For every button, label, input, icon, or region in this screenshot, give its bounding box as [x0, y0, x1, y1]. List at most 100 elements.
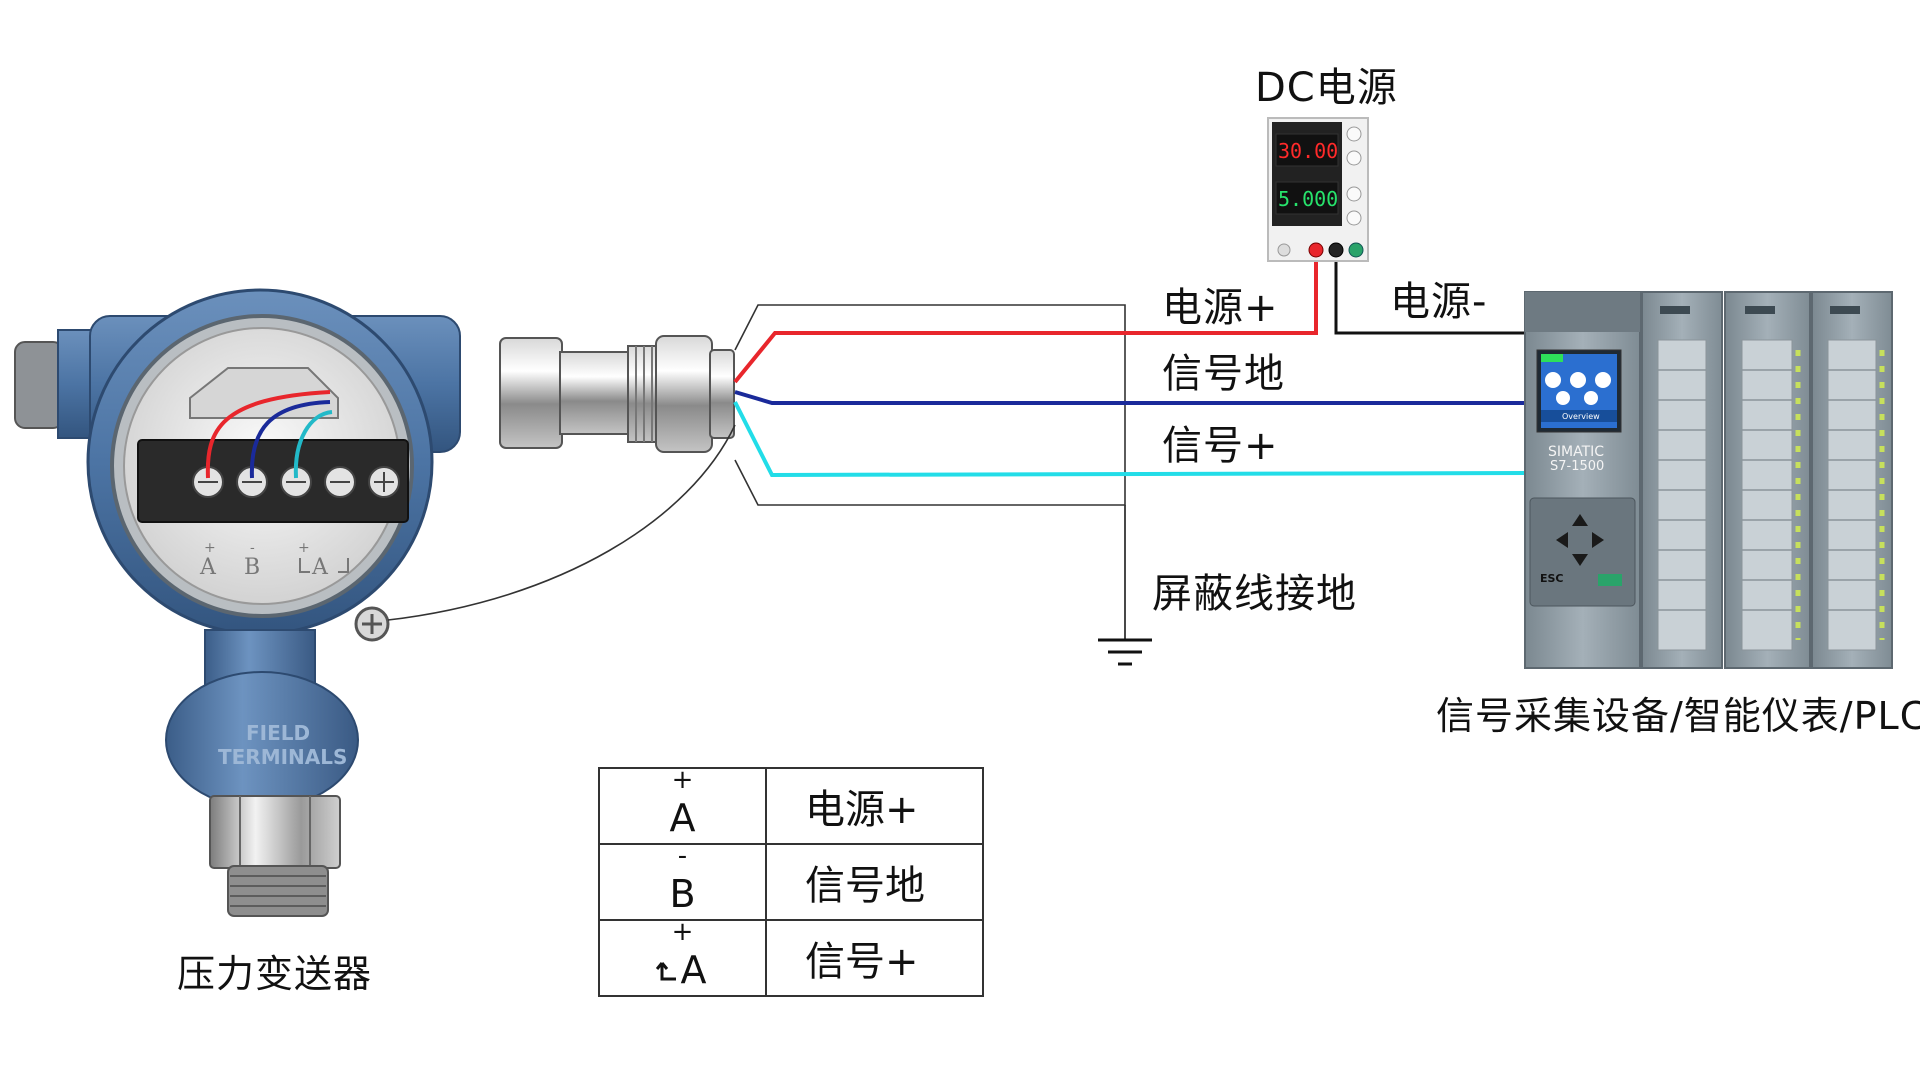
plc-cpu: [1524, 291, 1641, 669]
transmitter-left-cap: [14, 341, 64, 429]
psu-voltage-value: 30.00: [1278, 139, 1338, 163]
psu-knob: [1346, 126, 1362, 142]
info-icon: [1545, 372, 1561, 388]
arrow-up-icon: [1572, 514, 1588, 526]
plc-rack: Overview SIMATIC S7-1500 ESC: [1524, 291, 1893, 669]
terminal-label-a: A: [199, 555, 217, 580]
hex-fitting: [209, 795, 341, 869]
legend-description: 电源+: [765, 767, 984, 845]
dc-power-supply: 30.00 5.000: [1267, 117, 1369, 262]
transmitter-label: 压力变送器: [177, 952, 373, 996]
psu-terminal-minus: [1328, 242, 1344, 258]
terminal-block: [137, 439, 409, 523]
arrow-left-icon: [1556, 532, 1568, 548]
terminal-label-test: A: [311, 555, 329, 580]
internal-wire-blue: [249, 400, 331, 479]
plc-io-label-strip: [1827, 339, 1877, 651]
plc-brand: SIMATIC: [1548, 444, 1604, 460]
legend-row: - B 信号地: [598, 843, 984, 921]
plc-screen-tab: [1541, 410, 1617, 422]
wire-signal-ground: [734, 390, 1525, 405]
thread-lines: [230, 875, 326, 907]
test-terminal-hook-icon: [655, 962, 676, 981]
terminal-screw-slot: [198, 472, 394, 492]
shield-ground-label: 屏蔽线接地: [1152, 571, 1357, 617]
plc-cpu-top: [1525, 292, 1640, 332]
signal-ground-label: 信号地: [1162, 351, 1285, 397]
cable-gland-ribs: [635, 346, 653, 442]
plc-keypad: [1529, 497, 1636, 607]
terminal-sign-b: -: [250, 540, 255, 556]
cable-gland-cap: [655, 335, 713, 453]
plc-module-status: [1830, 306, 1860, 314]
arrow-down-icon: [1572, 554, 1588, 566]
psu-current-display: [1275, 181, 1339, 215]
legend-description: 信号+: [765, 919, 984, 997]
legend-symbol-letter: A: [669, 796, 696, 840]
plc-esc-label: ESC: [1540, 572, 1564, 585]
psu-knob: [1346, 150, 1362, 166]
plc-screen-tab-label: Overview: [1562, 412, 1600, 421]
plc-screen-status: [1541, 354, 1563, 362]
body-text-field: FIELD: [246, 721, 310, 745]
thread: [227, 865, 329, 917]
legend-symbol-cell: + A: [598, 917, 767, 997]
psu-current-value: 5.000: [1278, 187, 1338, 211]
signal-plus-label: 信号+: [1162, 423, 1279, 469]
dc-supply-label: DC电源: [1255, 65, 1398, 111]
internal-wire-red: [205, 390, 331, 479]
legend-symbol: + A: [648, 917, 718, 992]
power-minus-label: 电源-: [1390, 279, 1488, 325]
psu-knob: [1346, 210, 1362, 226]
body-text-terminals: TERMINALS: [218, 745, 347, 769]
legend-description: 信号地: [765, 843, 984, 921]
legend-symbol: - B: [648, 843, 718, 916]
wire-signal-plus: [733, 401, 1526, 478]
power-plus-label: 电源+: [1162, 285, 1279, 331]
legend-symbol-cell: - B: [598, 843, 767, 921]
plc-module-status: [1660, 306, 1690, 314]
hex-fitting-edges: [239, 796, 311, 868]
legend-symbol-letter: A: [680, 948, 707, 992]
plc-model: S7-1500: [1550, 459, 1604, 474]
diagnostics-icon: [1570, 372, 1586, 388]
psu-terminal-plus: [1308, 242, 1324, 258]
legend-symbol-letter: B: [669, 872, 696, 916]
pressure-transmitter: A + B - A + FIELD TERMINALS: [14, 288, 735, 917]
legend-symbol: + A: [648, 765, 718, 840]
lock-icon: [1584, 391, 1598, 405]
plc-io-label-strip: [1657, 339, 1707, 651]
cable-gland-tip: [709, 349, 735, 439]
legend-symbol-cell: + A: [598, 765, 767, 845]
plc-io-channel-lines: [1658, 369, 1876, 611]
psu-power-button: [1277, 243, 1291, 257]
legend-symbol-sign: +: [671, 917, 694, 947]
legend-row: + A 信号+: [598, 917, 984, 997]
module-icon: [1556, 391, 1570, 405]
plc-io-leds: [1795, 350, 1885, 640]
plc-io-label-strip: [1741, 339, 1793, 651]
terminal-label-b: B: [244, 555, 260, 580]
wire-power-minus: [1334, 252, 1525, 335]
ground-screw-cross: [362, 614, 382, 634]
terminal-sign-a: +: [204, 540, 216, 556]
arrow-right-icon: [1592, 532, 1604, 548]
wrench-icon: [1595, 372, 1611, 388]
ground-icon: [1098, 505, 1152, 666]
terminal-sign-test: +: [298, 540, 310, 556]
wire-shield-drain: [387, 424, 736, 621]
terminal-test-bracket: [299, 558, 349, 573]
cable-gland-nut: [499, 337, 563, 449]
psu-knob: [1346, 186, 1362, 202]
cable-gland-body: [559, 351, 631, 435]
psu-terminal-ground: [1348, 242, 1364, 258]
wire-power-plus: [733, 252, 1318, 384]
psu-voltage-display: [1275, 133, 1339, 167]
acquisition-device-label: 信号采集设备/智能仪表/PLC: [1436, 694, 1920, 738]
plc-module-status: [1745, 306, 1775, 314]
legend-row: + A 电源+: [598, 765, 984, 845]
legend-symbol-sign: +: [671, 765, 694, 795]
terminal-legend-table: + A 电源+ - B 信号地 +: [598, 767, 984, 997]
